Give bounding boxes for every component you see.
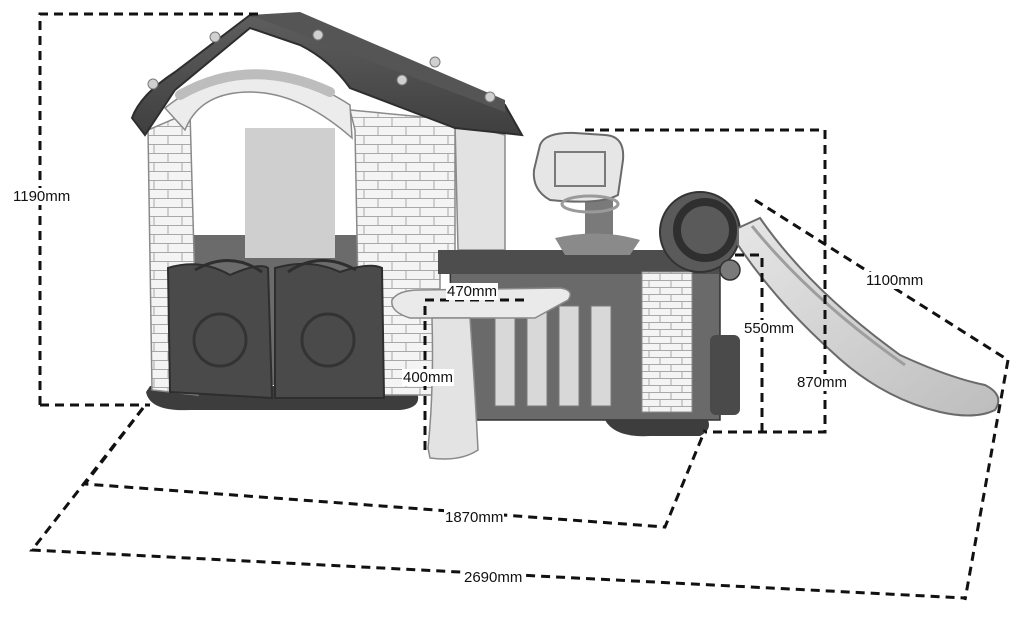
arch-trim <box>175 69 335 100</box>
table-leg <box>427 317 479 460</box>
label-slide-length: 1100mm <box>865 272 925 289</box>
hoop-rim <box>560 194 620 214</box>
dimension-lines <box>29 12 1010 601</box>
roof-studs <box>147 29 496 103</box>
playhouse-illustration <box>130 12 1000 460</box>
dim-line-height <box>38 12 258 405</box>
door-arches <box>194 259 357 274</box>
label-table-width: 470mm <box>446 283 499 300</box>
label-house-length: 1870mm <box>444 509 505 526</box>
dim-line-hoop-box <box>585 128 827 434</box>
hoop-backboard <box>532 131 625 203</box>
hoop-target <box>554 151 606 187</box>
label-hoop-height: 550mm <box>743 320 796 337</box>
dim-line-hoop-height <box>730 253 764 432</box>
hoop-stand <box>555 233 640 255</box>
slide-knob <box>719 259 741 281</box>
fence-base <box>605 420 709 437</box>
label-hoop-depth: 870mm <box>796 374 849 391</box>
door-ornament-right <box>300 312 356 368</box>
dim-line-total-length <box>29 407 966 600</box>
label-total-length: 2690mm <box>463 569 524 586</box>
table-top <box>391 287 571 319</box>
house-side-wall <box>454 121 506 251</box>
steering-wheel <box>673 198 737 262</box>
house-door-left <box>166 263 274 400</box>
fence-brick-pillar <box>641 271 693 413</box>
house-door-right <box>274 262 386 399</box>
house-back-wall <box>245 128 335 258</box>
dim-line-table <box>423 298 525 450</box>
label-table-height: 400mm <box>402 369 455 386</box>
slide-chute <box>737 216 1000 417</box>
fence-pickets <box>494 305 612 407</box>
dim-line-slide <box>754 198 1009 362</box>
slide-rail <box>750 225 906 367</box>
door-ornament-left <box>192 312 248 368</box>
label-height-total: 1190mm <box>12 188 72 205</box>
slide-side-panel <box>710 335 740 415</box>
dim-line-slide-end <box>963 359 1010 601</box>
